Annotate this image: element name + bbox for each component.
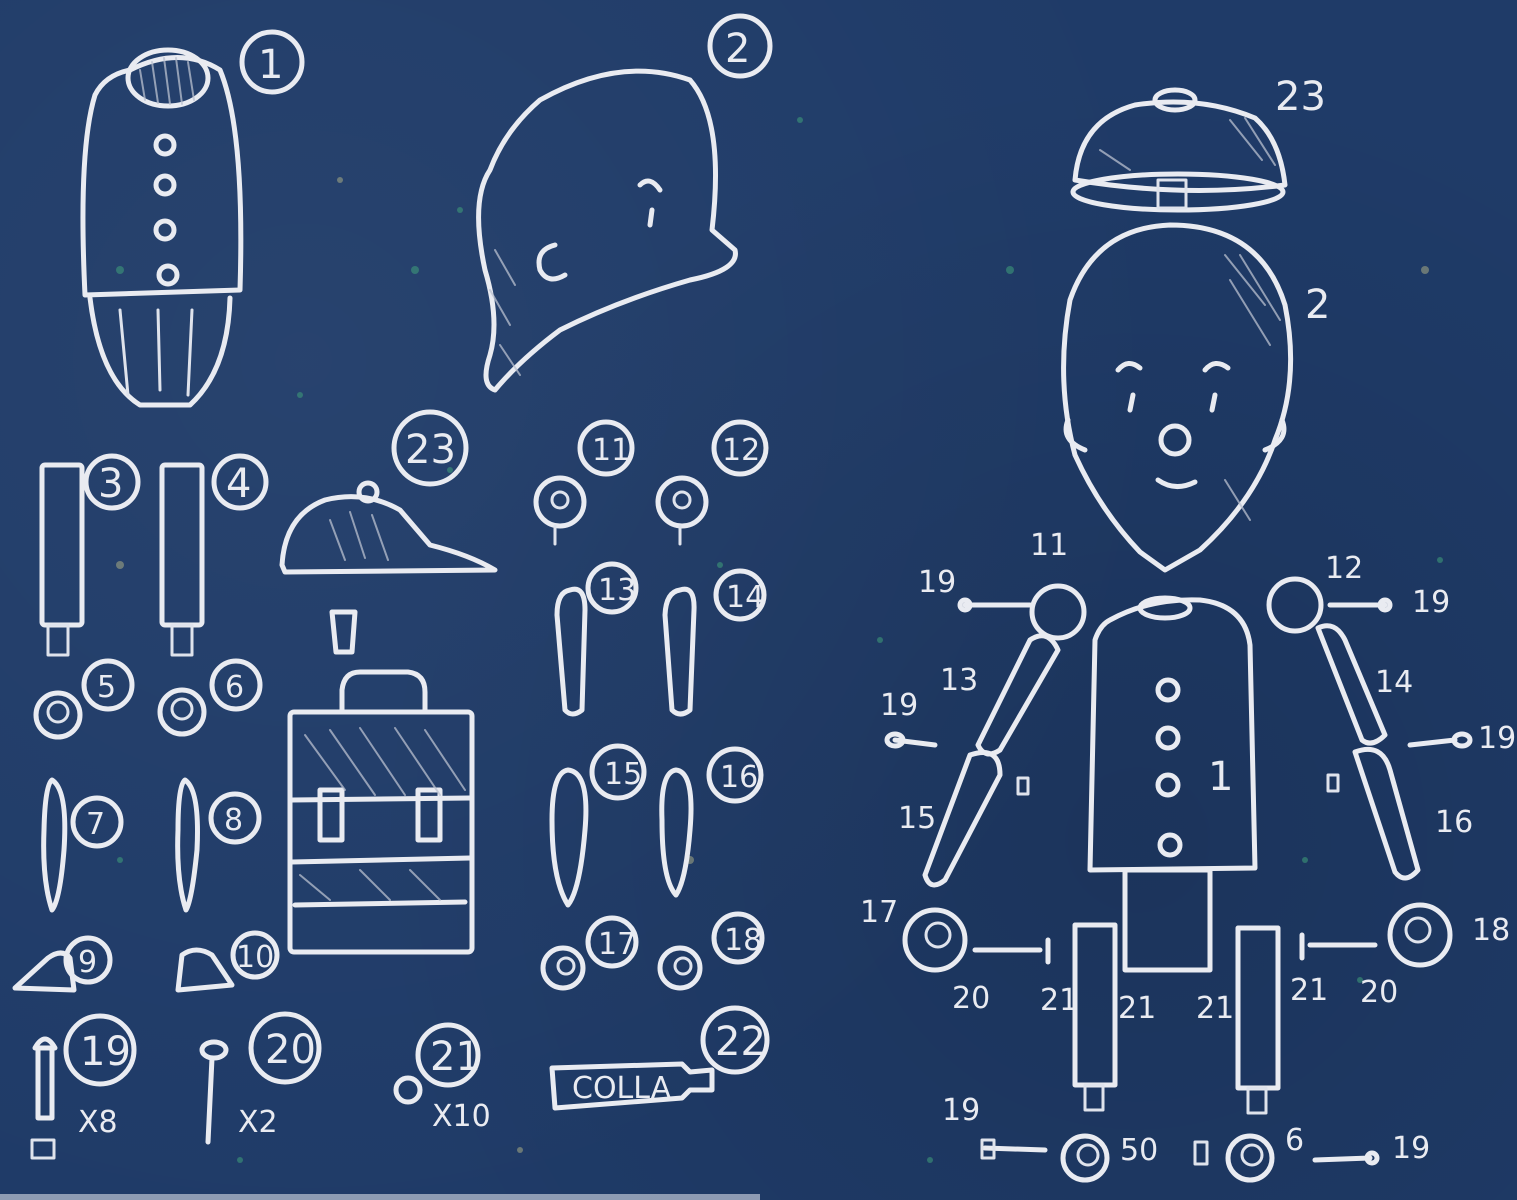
assembled-label-11: 11 bbox=[1030, 528, 1068, 563]
assembled-label-screw-5: 19 bbox=[942, 1093, 980, 1128]
label-part-5: 5 bbox=[97, 670, 116, 705]
label-part-16: 16 bbox=[720, 760, 758, 795]
label-part-9: 9 bbox=[78, 945, 97, 980]
assembled-label-14: 14 bbox=[1375, 665, 1413, 700]
label-part-21: 21 bbox=[430, 1034, 481, 1080]
label-part-18: 18 bbox=[724, 923, 762, 958]
part-6-knee bbox=[160, 661, 260, 734]
assembled-legs bbox=[982, 925, 1377, 1180]
assembled-label-screw-4: 19 bbox=[1478, 721, 1516, 756]
label-part-10: 10 bbox=[236, 940, 274, 975]
assembled-label-ring-3: 21 bbox=[1196, 991, 1234, 1026]
assembled-label-screw-2: 19 bbox=[880, 688, 918, 723]
assembled-label-nail-right: 20 bbox=[1360, 975, 1398, 1010]
assembled-label-head: 2 bbox=[1305, 282, 1330, 328]
assembled-label-foot-right: 6 bbox=[1285, 1123, 1304, 1158]
label-part-19: 19 bbox=[80, 1029, 131, 1075]
assembled-label-ring-2: 21 bbox=[1118, 991, 1156, 1026]
assembled-label-screw-3: 19 bbox=[1412, 585, 1450, 620]
assembled-label-body: 1 bbox=[1208, 754, 1233, 800]
part-2-head bbox=[479, 16, 770, 390]
assembled-label-15: 15 bbox=[898, 801, 936, 836]
assembled-label-13: 13 bbox=[940, 663, 978, 698]
part-3-leg bbox=[42, 456, 138, 655]
label-part-13: 13 bbox=[598, 573, 636, 608]
assembled-label-hat: 23 bbox=[1275, 74, 1326, 120]
part-7-shin bbox=[44, 780, 121, 910]
assembled-label-screw-6: 19 bbox=[1392, 1131, 1430, 1166]
assembled-left-arm bbox=[887, 586, 1084, 970]
assembled-label-17: 17 bbox=[860, 895, 898, 930]
quantity-part-21: X10 bbox=[432, 1099, 491, 1134]
label-part-22: 22 bbox=[715, 1019, 766, 1065]
label-part-2: 2 bbox=[725, 26, 750, 72]
assembled-label-foot-left: 50 bbox=[1120, 1133, 1158, 1168]
bottom-edge-strip bbox=[0, 1194, 760, 1200]
assembled-label-screw-1: 19 bbox=[918, 565, 956, 600]
assembled-label-ring-1: 21 bbox=[1040, 983, 1078, 1018]
backpack bbox=[290, 612, 472, 952]
quantity-part-19: X8 bbox=[78, 1105, 118, 1140]
assembled-label-16: 16 bbox=[1435, 805, 1473, 840]
quantity-part-20: X2 bbox=[238, 1105, 278, 1140]
label-part-1: 1 bbox=[258, 42, 283, 88]
assembled-label-12: 12 bbox=[1325, 551, 1363, 586]
label-part-8: 8 bbox=[224, 803, 243, 838]
label-part-12: 12 bbox=[722, 433, 760, 468]
label-part-11: 11 bbox=[592, 433, 630, 468]
part-23-cap bbox=[282, 412, 495, 572]
background-specks bbox=[116, 117, 1443, 1163]
assembled-head bbox=[1064, 225, 1291, 570]
label-part-20: 20 bbox=[265, 1027, 316, 1073]
label-part-6: 6 bbox=[225, 670, 244, 705]
label-part-7: 7 bbox=[86, 807, 105, 842]
assembled-label-nail-left: 20 bbox=[952, 981, 990, 1016]
assembled-cap bbox=[1073, 90, 1285, 210]
label-part-14: 14 bbox=[726, 580, 764, 615]
assembled-label-18: 18 bbox=[1472, 913, 1510, 948]
assembled-right-arm bbox=[1269, 579, 1470, 965]
part-5-knee bbox=[36, 661, 132, 737]
label-part-23: 23 bbox=[405, 427, 456, 473]
label-part-17: 17 bbox=[598, 927, 636, 962]
assembled-label-ring-4: 21 bbox=[1290, 973, 1328, 1008]
label-part-3: 3 bbox=[98, 461, 123, 507]
part-8-shin bbox=[178, 780, 259, 910]
label-part-4: 4 bbox=[226, 461, 251, 507]
glue-label: COLLA bbox=[572, 1071, 672, 1106]
label-part-15: 15 bbox=[604, 757, 642, 792]
